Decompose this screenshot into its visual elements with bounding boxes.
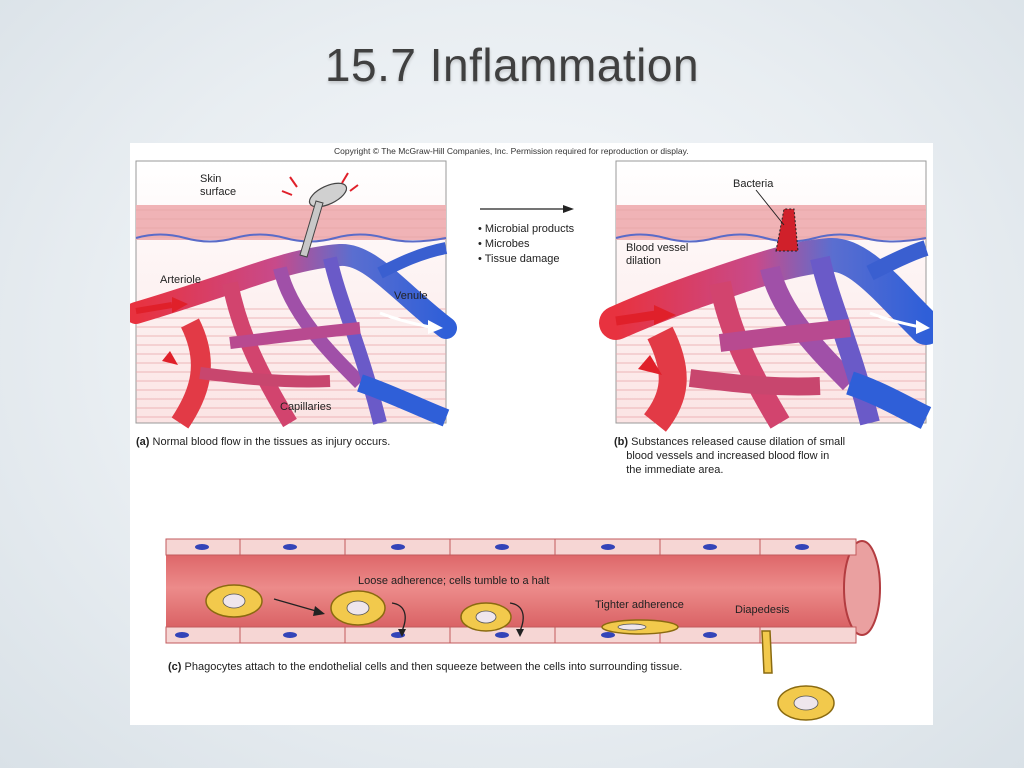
caption-a: (a) Normal blood flow in the tissues as … bbox=[136, 435, 390, 449]
label-diapedesis: Diapedesis bbox=[735, 604, 790, 616]
caption-b-text: Substances released cause dilation of sm… bbox=[626, 436, 846, 476]
bullet-item: • Microbial products bbox=[478, 223, 575, 235]
panel-c-illustration bbox=[165, 538, 881, 721]
label-tighter-adherence: Tighter adherence bbox=[595, 599, 684, 611]
label-skin-surface: Skin surface bbox=[200, 173, 237, 198]
caption-c-text: Phagocytes attach to the endothelial cel… bbox=[184, 661, 683, 673]
inflammation-figure: Copyright © The McGraw-Hill Companies, I… bbox=[130, 143, 933, 725]
bullet-item: • Microbes bbox=[478, 238, 530, 250]
bullet-item: • Tissue damage bbox=[478, 253, 560, 265]
caption-b: (b) Substances released cause dilation o… bbox=[614, 435, 845, 477]
label-capillaries: Capillaries bbox=[280, 401, 332, 413]
pin-icon bbox=[281, 172, 359, 258]
middle-bullets: • Microbial products • Microbes • Tissue… bbox=[478, 222, 574, 267]
label-blood-vessel-dilation: Blood vessel dilation bbox=[626, 242, 689, 267]
label-venule: Venule bbox=[394, 290, 428, 302]
panel-b-illustration bbox=[599, 160, 933, 432]
label-arteriole: Arteriole bbox=[160, 274, 201, 286]
figure-artwork bbox=[130, 160, 933, 721]
caption-b-tag: (b) bbox=[614, 436, 629, 448]
label-bacteria: Bacteria bbox=[733, 178, 774, 190]
caption-a-text: Normal blood flow in the tissues as inju… bbox=[152, 436, 391, 448]
label-loose-adherence: Loose adherence; cells tumble to a halt bbox=[358, 575, 550, 587]
slide-title: 15.7 Inflammation bbox=[324, 39, 700, 91]
caption-c-tag: (c) bbox=[168, 661, 182, 673]
copyright-notice: Copyright © The McGraw-Hill Companies, I… bbox=[334, 146, 689, 156]
caption-a-tag: (a) bbox=[136, 436, 150, 448]
caption-c: (c) Phagocytes attach to the endothelial… bbox=[168, 660, 682, 674]
phagocyte-cells bbox=[205, 584, 835, 721]
panel-a-illustration bbox=[130, 160, 457, 429]
